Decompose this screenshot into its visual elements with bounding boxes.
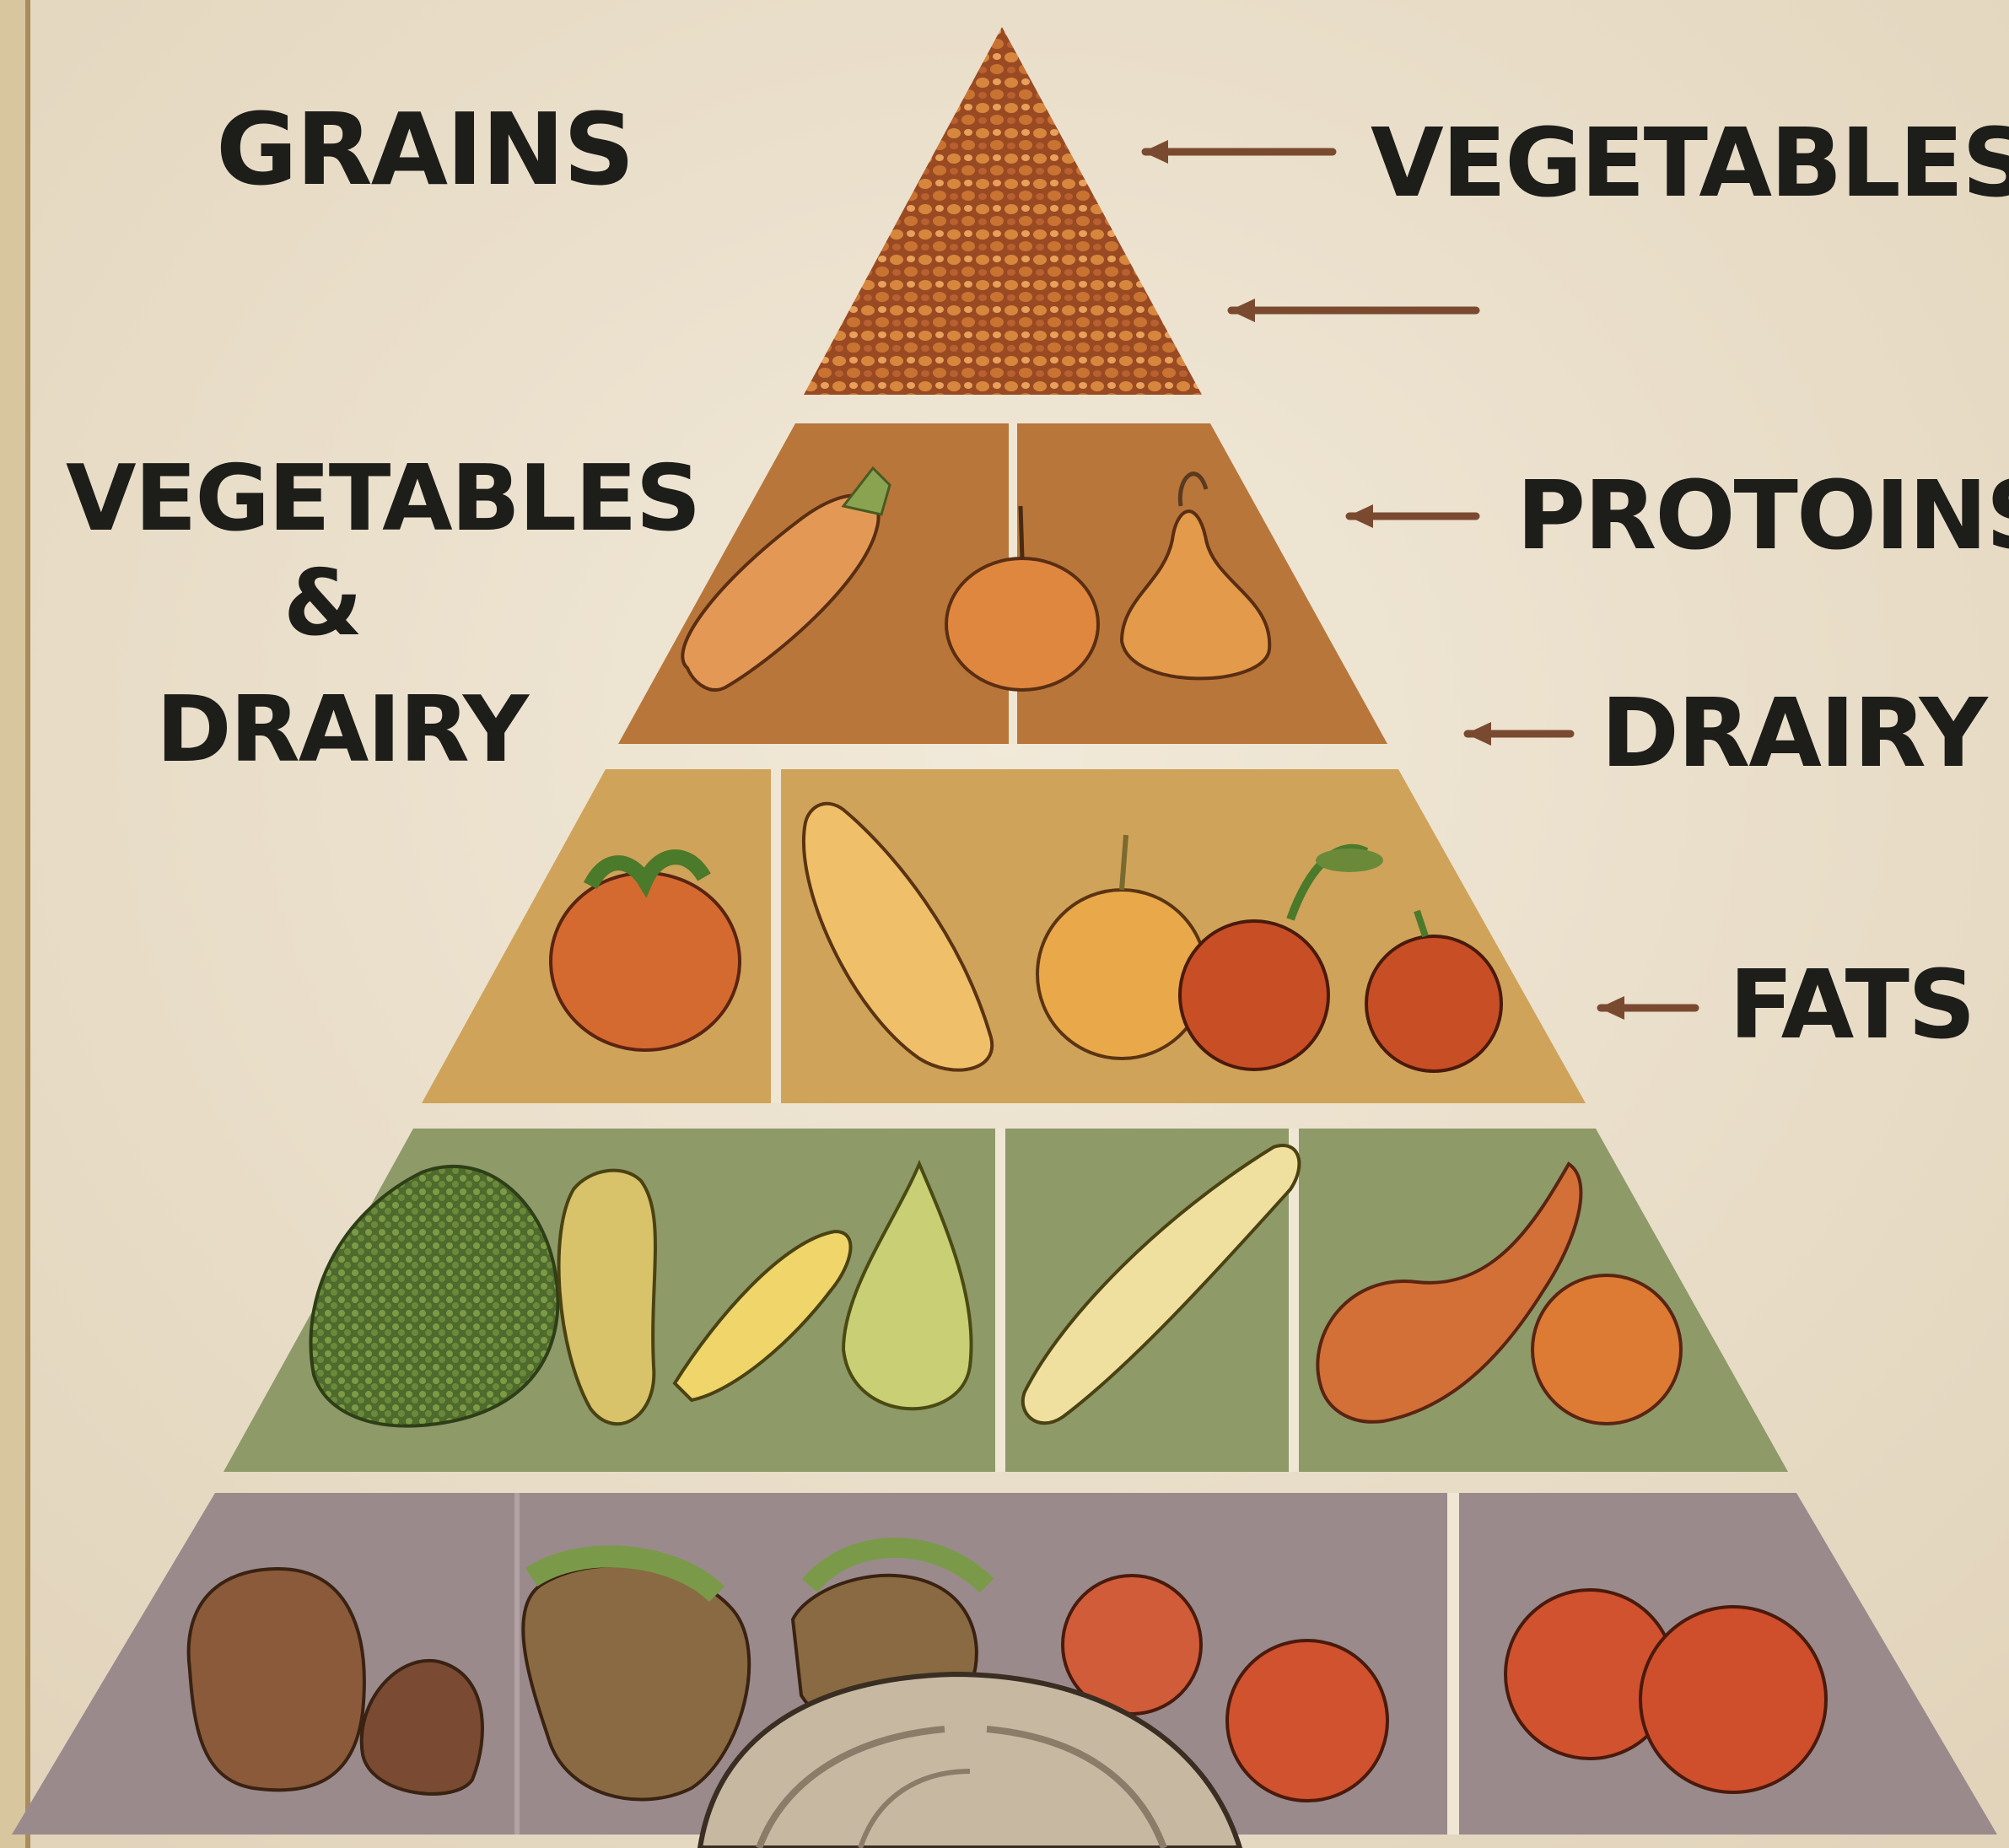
label-drairy-left: DRAIRY bbox=[156, 677, 531, 783]
label-fats: FATS bbox=[1729, 951, 1974, 1060]
wall-edge-trim bbox=[25, 0, 30, 1848]
wall-edge-left bbox=[0, 0, 29, 1848]
label-grains: GRAINS bbox=[216, 91, 633, 207]
tier-4-divider-1 bbox=[995, 1129, 1005, 1472]
tomato-illustration-4 bbox=[1227, 1641, 1387, 1801]
label-vegetables-left: VEGETABLES bbox=[66, 446, 699, 552]
tier-5-divider bbox=[1447, 1493, 1459, 1835]
tier-5-seam bbox=[514, 1493, 520, 1835]
tier-3-divider bbox=[771, 769, 781, 1103]
label-ampersand: & bbox=[283, 551, 361, 656]
apple-illustration-2 bbox=[1640, 1607, 1826, 1792]
orange-illustration-2 bbox=[1532, 1275, 1681, 1424]
label-vegetables-right: VEGETABLES bbox=[1371, 109, 2009, 218]
label-drairy-right: DRAIRY bbox=[1601, 679, 1990, 789]
potato-illustration bbox=[189, 1569, 364, 1790]
label-protoins: PROTOINS bbox=[1516, 461, 2009, 571]
